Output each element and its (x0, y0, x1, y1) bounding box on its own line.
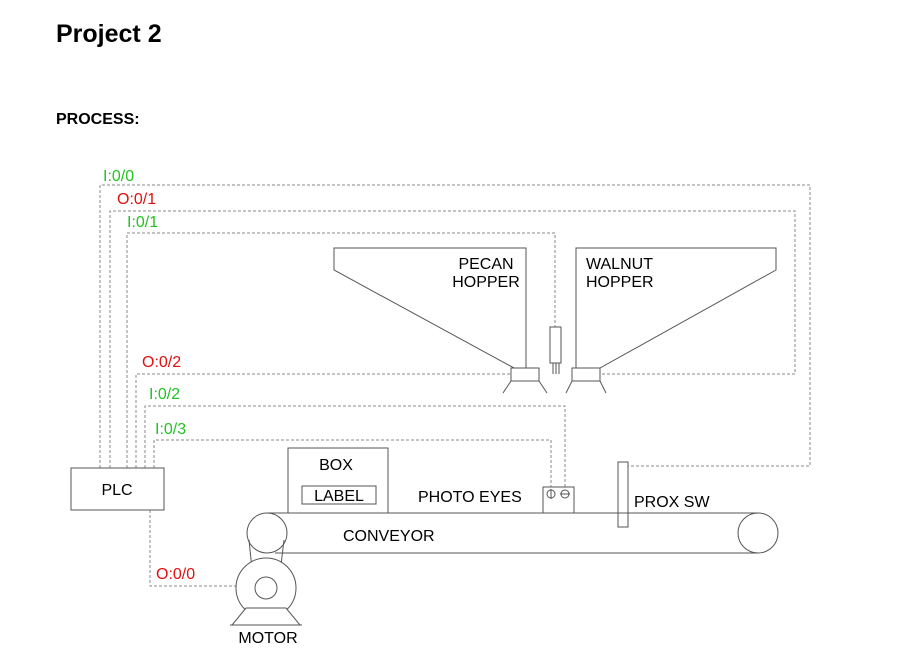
walnut-hopper-label-line1: WALNUT (586, 256, 653, 273)
motor: MOTOR (230, 539, 302, 647)
plc: PLC (70, 467, 165, 511)
prox-switch-label: PROX SW (634, 494, 710, 511)
plc-box (70, 467, 165, 511)
wire-i01 (126, 232, 556, 468)
conveyor: CONVEYOR (246, 512, 779, 554)
signal-label-o00: O:0/0 (156, 566, 195, 583)
pecan-hopper-label-line1: PECAN (458, 256, 513, 273)
signal-labels: I:0/0 O:0/1 I:0/1 O:0/2 I:0/2 I:0/3 O:0/… (103, 168, 195, 583)
signal-label-o01: O:0/1 (117, 191, 156, 208)
pecan-chute-left (502, 380, 512, 394)
conveyor-label: CONVEYOR (343, 528, 435, 545)
label-tag-text: LABEL (314, 488, 364, 505)
wire-i02 (144, 405, 566, 488)
prox-switch-body (617, 461, 629, 528)
signal-label-i02: I:0/2 (149, 386, 180, 403)
motor-label: MOTOR (238, 630, 297, 647)
signal-label-o02: O:0/2 (142, 354, 181, 371)
hopper-sensor-body (549, 326, 562, 364)
walnut-hopper: WALNUT HOPPER (565, 247, 777, 394)
pecan-chute-right (538, 380, 548, 394)
signal-label-i03: I:0/3 (155, 421, 186, 438)
wire-o02 (135, 373, 518, 468)
wire-o00 (149, 510, 263, 587)
walnut-chute-right (599, 380, 607, 394)
document-title: Project 2 (56, 20, 162, 48)
motor-base (230, 607, 302, 626)
photo-eyes: PHOTO EYES (418, 486, 575, 514)
signal-wiring (99, 184, 811, 587)
walnut-chute-left (565, 380, 573, 394)
pecan-gate (510, 367, 540, 382)
walnut-hopper-body (575, 247, 777, 369)
photo-eyes-label: PHOTO EYES (418, 489, 522, 506)
signal-label-i01: I:0/1 (127, 214, 158, 231)
signal-label-i00: I:0/0 (103, 168, 134, 185)
walnut-hopper-label-line2: HOPPER (586, 274, 654, 291)
wire-o01 (109, 210, 796, 468)
section-heading: PROCESS: (56, 111, 140, 128)
label-tag (301, 485, 377, 505)
conveyor-roller-left (246, 512, 288, 554)
wire-i00 (99, 184, 811, 468)
motor-pulley (254, 576, 278, 600)
box-label: BOX (319, 457, 353, 474)
wire-i03 (153, 439, 552, 488)
box: BOX LABEL (287, 447, 389, 514)
plc-label: PLC (101, 482, 132, 499)
proximity-switch: PROX SW (617, 461, 710, 528)
photo-eyes-housing (542, 486, 575, 514)
hopper-sensor (549, 326, 562, 374)
pecan-hopper: PECAN HOPPER (333, 247, 548, 394)
walnut-gate (571, 367, 601, 382)
conveyor-roller-right (737, 512, 779, 554)
pecan-hopper-label-line2: HOPPER (452, 274, 520, 291)
